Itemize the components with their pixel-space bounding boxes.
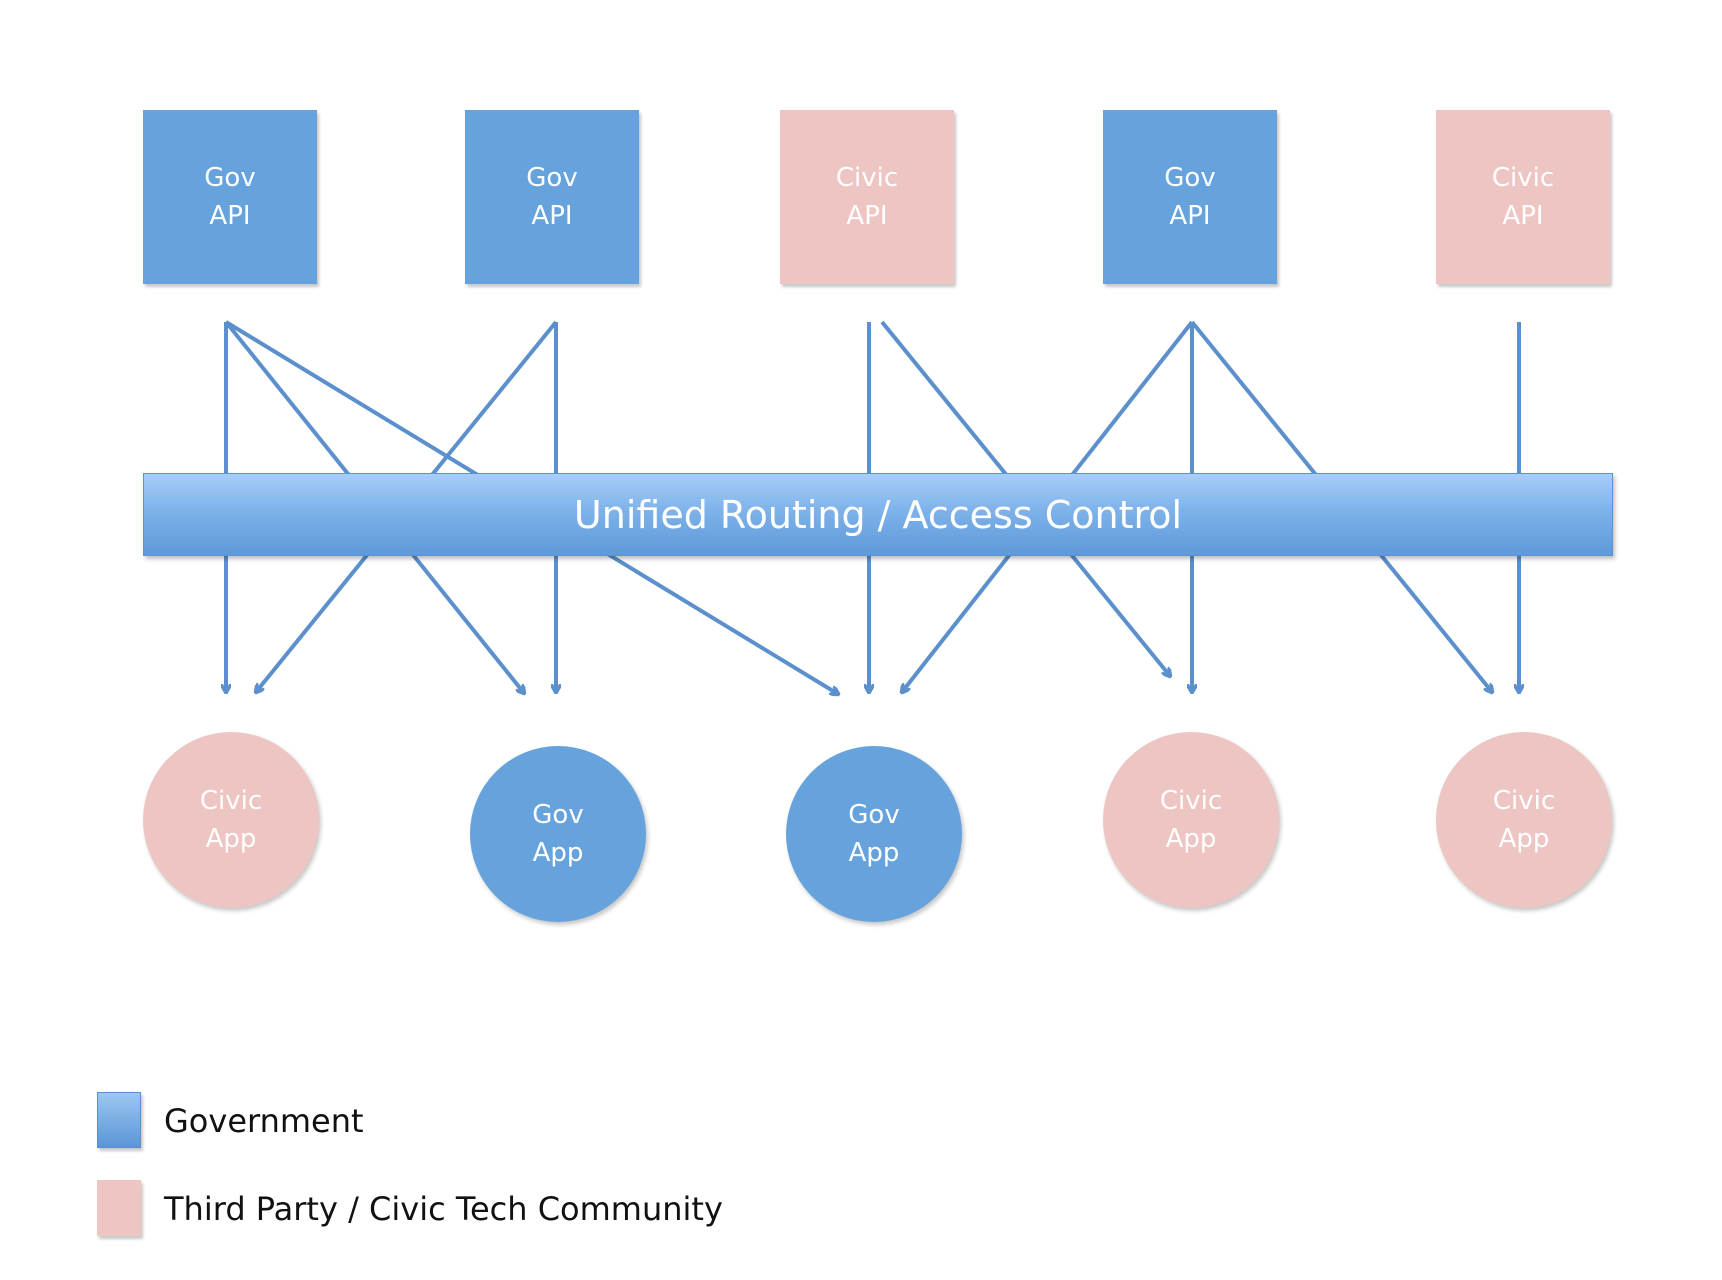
legend-civic-swatch (97, 1180, 141, 1236)
api-node-label: Gov API (204, 159, 255, 235)
api-node-line2: API (1169, 201, 1211, 231)
app-node-label: Civic App (1493, 782, 1555, 858)
api-node-line1: Gov (204, 163, 256, 193)
app-node-line1: Civic (199, 786, 263, 816)
app-node-2: Gov App (470, 746, 646, 922)
app-node-1: Civic App (143, 732, 319, 908)
api-node-line2: API (531, 201, 573, 231)
api-node-line2: API (1502, 201, 1544, 231)
app-node-label: Civic App (200, 782, 262, 858)
api-node-5: Civic API (1436, 110, 1610, 284)
legend-government-swatch (97, 1092, 141, 1148)
api-node-label: Civic API (1492, 159, 1554, 235)
api-node-label: Gov API (526, 159, 577, 235)
api-node-line1: Civic (1491, 163, 1555, 193)
app-node-label: Civic App (1160, 782, 1222, 858)
app-node-line2: App (1165, 824, 1217, 854)
api-node-3: Civic API (780, 110, 954, 284)
api-node-line2: API (209, 201, 251, 231)
api-node-1: Gov API (143, 110, 317, 284)
api-node-line1: Civic (835, 163, 899, 193)
app-node-4: Civic App (1103, 732, 1279, 908)
app-node-line2: App (1498, 824, 1550, 854)
app-node-line2: App (205, 824, 257, 854)
app-node-line2: App (848, 838, 900, 868)
api-node-2: Gov API (465, 110, 639, 284)
legend-government-label: Government (164, 1102, 364, 1140)
api-node-line1: Gov (526, 163, 578, 193)
routing-bar-label: Unified Routing / Access Control (573, 492, 1183, 537)
api-node-label: Gov API (1164, 159, 1215, 235)
legend-civic-label: Third Party / Civic Tech Community (164, 1190, 723, 1228)
api-node-4: Gov API (1103, 110, 1277, 284)
api-node-label: Civic API (836, 159, 898, 235)
app-node-label: Gov App (532, 796, 583, 872)
app-node-line1: Civic (1492, 786, 1556, 816)
app-node-line2: App (532, 838, 584, 868)
app-node-line1: Gov (532, 800, 584, 830)
app-node-line1: Gov (848, 800, 900, 830)
api-node-line1: Gov (1164, 163, 1216, 193)
routing-access-control-bar: Unified Routing / Access Control (143, 473, 1613, 556)
app-node-5: Civic App (1436, 732, 1612, 908)
app-node-line1: Civic (1159, 786, 1223, 816)
app-node-3: Gov App (786, 746, 962, 922)
api-node-line2: API (846, 201, 888, 231)
app-node-label: Gov App (848, 796, 899, 872)
